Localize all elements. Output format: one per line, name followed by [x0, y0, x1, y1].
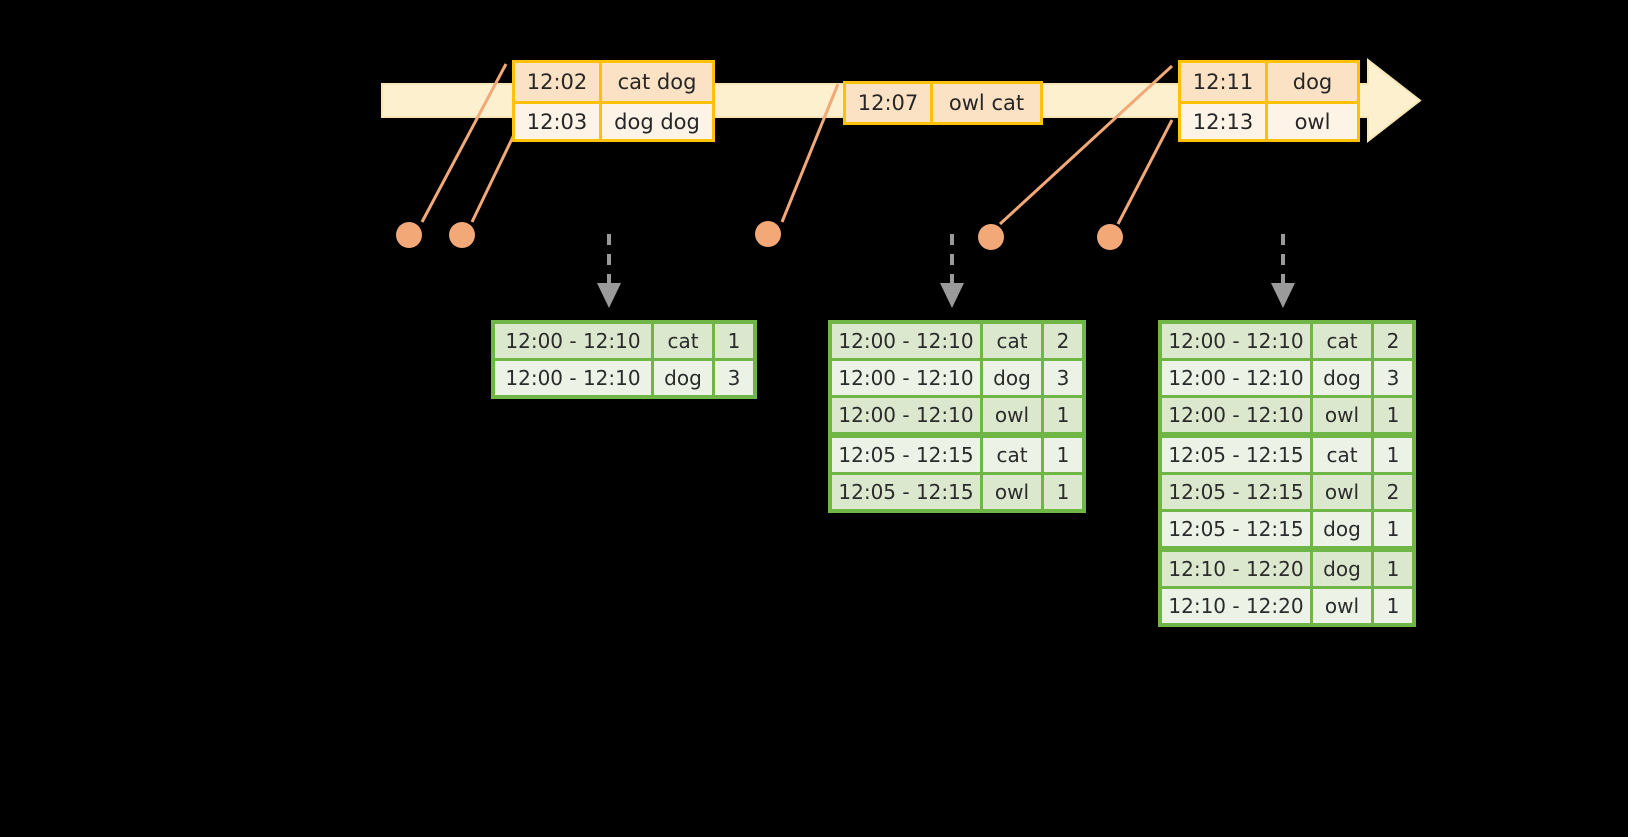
- event-group-3[interactable]: 12:11 dog 12:13 owl: [1178, 60, 1360, 142]
- window-cell: 12:05 - 12:15: [832, 438, 980, 472]
- event-row[interactable]: 12:03 dog dog: [515, 101, 712, 139]
- table-row[interactable]: 12:10 - 12:20 owl 1: [1162, 589, 1412, 623]
- connector-dot-4: [978, 224, 1004, 250]
- down-arrow-head-2: [940, 283, 964, 308]
- count-cell: 2: [1374, 475, 1412, 509]
- table-row[interactable]: 12:00 - 12:10 owl 1: [1162, 398, 1412, 432]
- event-time: 12:02: [515, 63, 599, 101]
- event-group-1[interactable]: 12:02 cat dog 12:03 dog dog: [512, 60, 715, 142]
- connector-dot-3: [755, 221, 781, 247]
- key-cell: cat: [983, 438, 1041, 472]
- key-cell: owl: [983, 475, 1041, 509]
- window-cell: 12:00 - 12:10: [832, 361, 980, 395]
- key-cell: owl: [1313, 589, 1371, 623]
- key-cell: owl: [983, 398, 1041, 432]
- key-cell: dog: [1313, 361, 1371, 395]
- event-value: owl: [1268, 104, 1357, 139]
- result-table-1[interactable]: 12:00 - 12:10 cat 1 12:00 - 12:10 dog 3: [491, 320, 757, 399]
- event-row[interactable]: 12:07 owl cat: [846, 84, 1040, 122]
- window-cell: 12:00 - 12:10: [1162, 398, 1310, 432]
- event-row[interactable]: 12:11 dog: [1181, 63, 1357, 101]
- window-cell: 12:10 - 12:20: [1162, 589, 1310, 623]
- key-cell: dog: [654, 361, 712, 395]
- window-cell: 12:05 - 12:15: [1162, 512, 1310, 546]
- count-cell: 1: [1044, 475, 1082, 509]
- cell-divider: [930, 84, 933, 122]
- table-row[interactable]: 12:05 - 12:15 dog 1: [1162, 512, 1412, 546]
- event-value: dog: [1268, 63, 1357, 101]
- count-cell: 2: [1374, 324, 1412, 358]
- table-row[interactable]: 12:00 - 12:10 cat 1: [495, 324, 753, 358]
- key-cell: owl: [1313, 475, 1371, 509]
- result-table-2[interactable]: 12:00 - 12:10 cat 2 12:00 - 12:10 dog 3 …: [828, 320, 1086, 513]
- table-row[interactable]: 12:00 - 12:10 dog 3: [832, 361, 1082, 395]
- window-cell: 12:05 - 12:15: [1162, 475, 1310, 509]
- window-cell: 12:00 - 12:10: [1162, 361, 1310, 395]
- window-cell: 12:00 - 12:10: [832, 398, 980, 432]
- connector-dot-2: [449, 222, 475, 248]
- window-cell: 12:00 - 12:10: [495, 361, 651, 395]
- event-row[interactable]: 12:02 cat dog: [515, 63, 712, 101]
- cell-divider: [1265, 104, 1268, 139]
- key-cell: dog: [1313, 552, 1371, 586]
- connector-dot-5: [1097, 224, 1123, 250]
- window-cell: 12:05 - 12:15: [1162, 438, 1310, 472]
- key-cell: cat: [983, 324, 1041, 358]
- event-group-2[interactable]: 12:07 owl cat: [843, 81, 1043, 125]
- count-cell: 2: [1044, 324, 1082, 358]
- window-cell: 12:00 - 12:10: [832, 324, 980, 358]
- table-row[interactable]: 12:05 - 12:15 owl 1: [832, 475, 1082, 509]
- table-row[interactable]: 12:00 - 12:10 dog 3: [495, 361, 753, 395]
- key-cell: dog: [983, 361, 1041, 395]
- count-cell: 1: [1044, 398, 1082, 432]
- connector-line-1: [420, 63, 508, 223]
- event-time: 12:13: [1181, 104, 1265, 139]
- count-cell: 1: [1044, 438, 1082, 472]
- count-cell: 3: [1044, 361, 1082, 395]
- event-value: dog dog: [602, 104, 712, 139]
- key-cell: cat: [1313, 324, 1371, 358]
- event-value: owl cat: [933, 84, 1040, 122]
- count-cell: 1: [1374, 398, 1412, 432]
- count-cell: 1: [1374, 552, 1412, 586]
- down-arrow-head-1: [597, 283, 621, 308]
- down-arrow-head-3: [1271, 283, 1295, 308]
- connector-dot-1: [396, 222, 422, 248]
- count-cell: 3: [715, 361, 753, 395]
- event-time: 12:03: [515, 104, 599, 139]
- cell-divider: [599, 63, 602, 101]
- count-cell: 1: [715, 324, 753, 358]
- connector-line-5: [1116, 119, 1174, 225]
- window-cell: 12:05 - 12:15: [832, 475, 980, 509]
- result-table-3[interactable]: 12:00 - 12:10 cat 2 12:00 - 12:10 dog 3 …: [1158, 320, 1416, 627]
- event-value: cat dog: [602, 63, 712, 101]
- connector-line-3: [780, 83, 840, 223]
- cell-divider: [599, 104, 602, 139]
- event-time: 12:07: [846, 84, 930, 122]
- event-row[interactable]: 12:13 owl: [1181, 101, 1357, 139]
- table-row[interactable]: 12:05 - 12:15 owl 2: [1162, 475, 1412, 509]
- window-cell: 12:00 - 12:10: [495, 324, 651, 358]
- window-cell: 12:00 - 12:10: [1162, 324, 1310, 358]
- key-cell: owl: [1313, 398, 1371, 432]
- count-cell: 1: [1374, 438, 1412, 472]
- count-cell: 1: [1374, 512, 1412, 546]
- table-row[interactable]: 12:00 - 12:10 cat 2: [832, 324, 1082, 358]
- window-cell: 12:10 - 12:20: [1162, 552, 1310, 586]
- key-cell: cat: [654, 324, 712, 358]
- event-time: 12:11: [1181, 63, 1265, 101]
- table-row[interactable]: 12:10 - 12:20 dog 1: [1162, 552, 1412, 586]
- table-row[interactable]: 12:05 - 12:15 cat 1: [832, 438, 1082, 472]
- table-row[interactable]: 12:05 - 12:15 cat 1: [1162, 438, 1412, 472]
- table-row[interactable]: 12:00 - 12:10 dog 3: [1162, 361, 1412, 395]
- key-cell: cat: [1313, 438, 1371, 472]
- key-cell: dog: [1313, 512, 1371, 546]
- table-row[interactable]: 12:00 - 12:10 owl 1: [832, 398, 1082, 432]
- table-row[interactable]: 12:00 - 12:10 cat 2: [1162, 324, 1412, 358]
- cell-divider: [1265, 63, 1268, 101]
- count-cell: 3: [1374, 361, 1412, 395]
- count-cell: 1: [1374, 589, 1412, 623]
